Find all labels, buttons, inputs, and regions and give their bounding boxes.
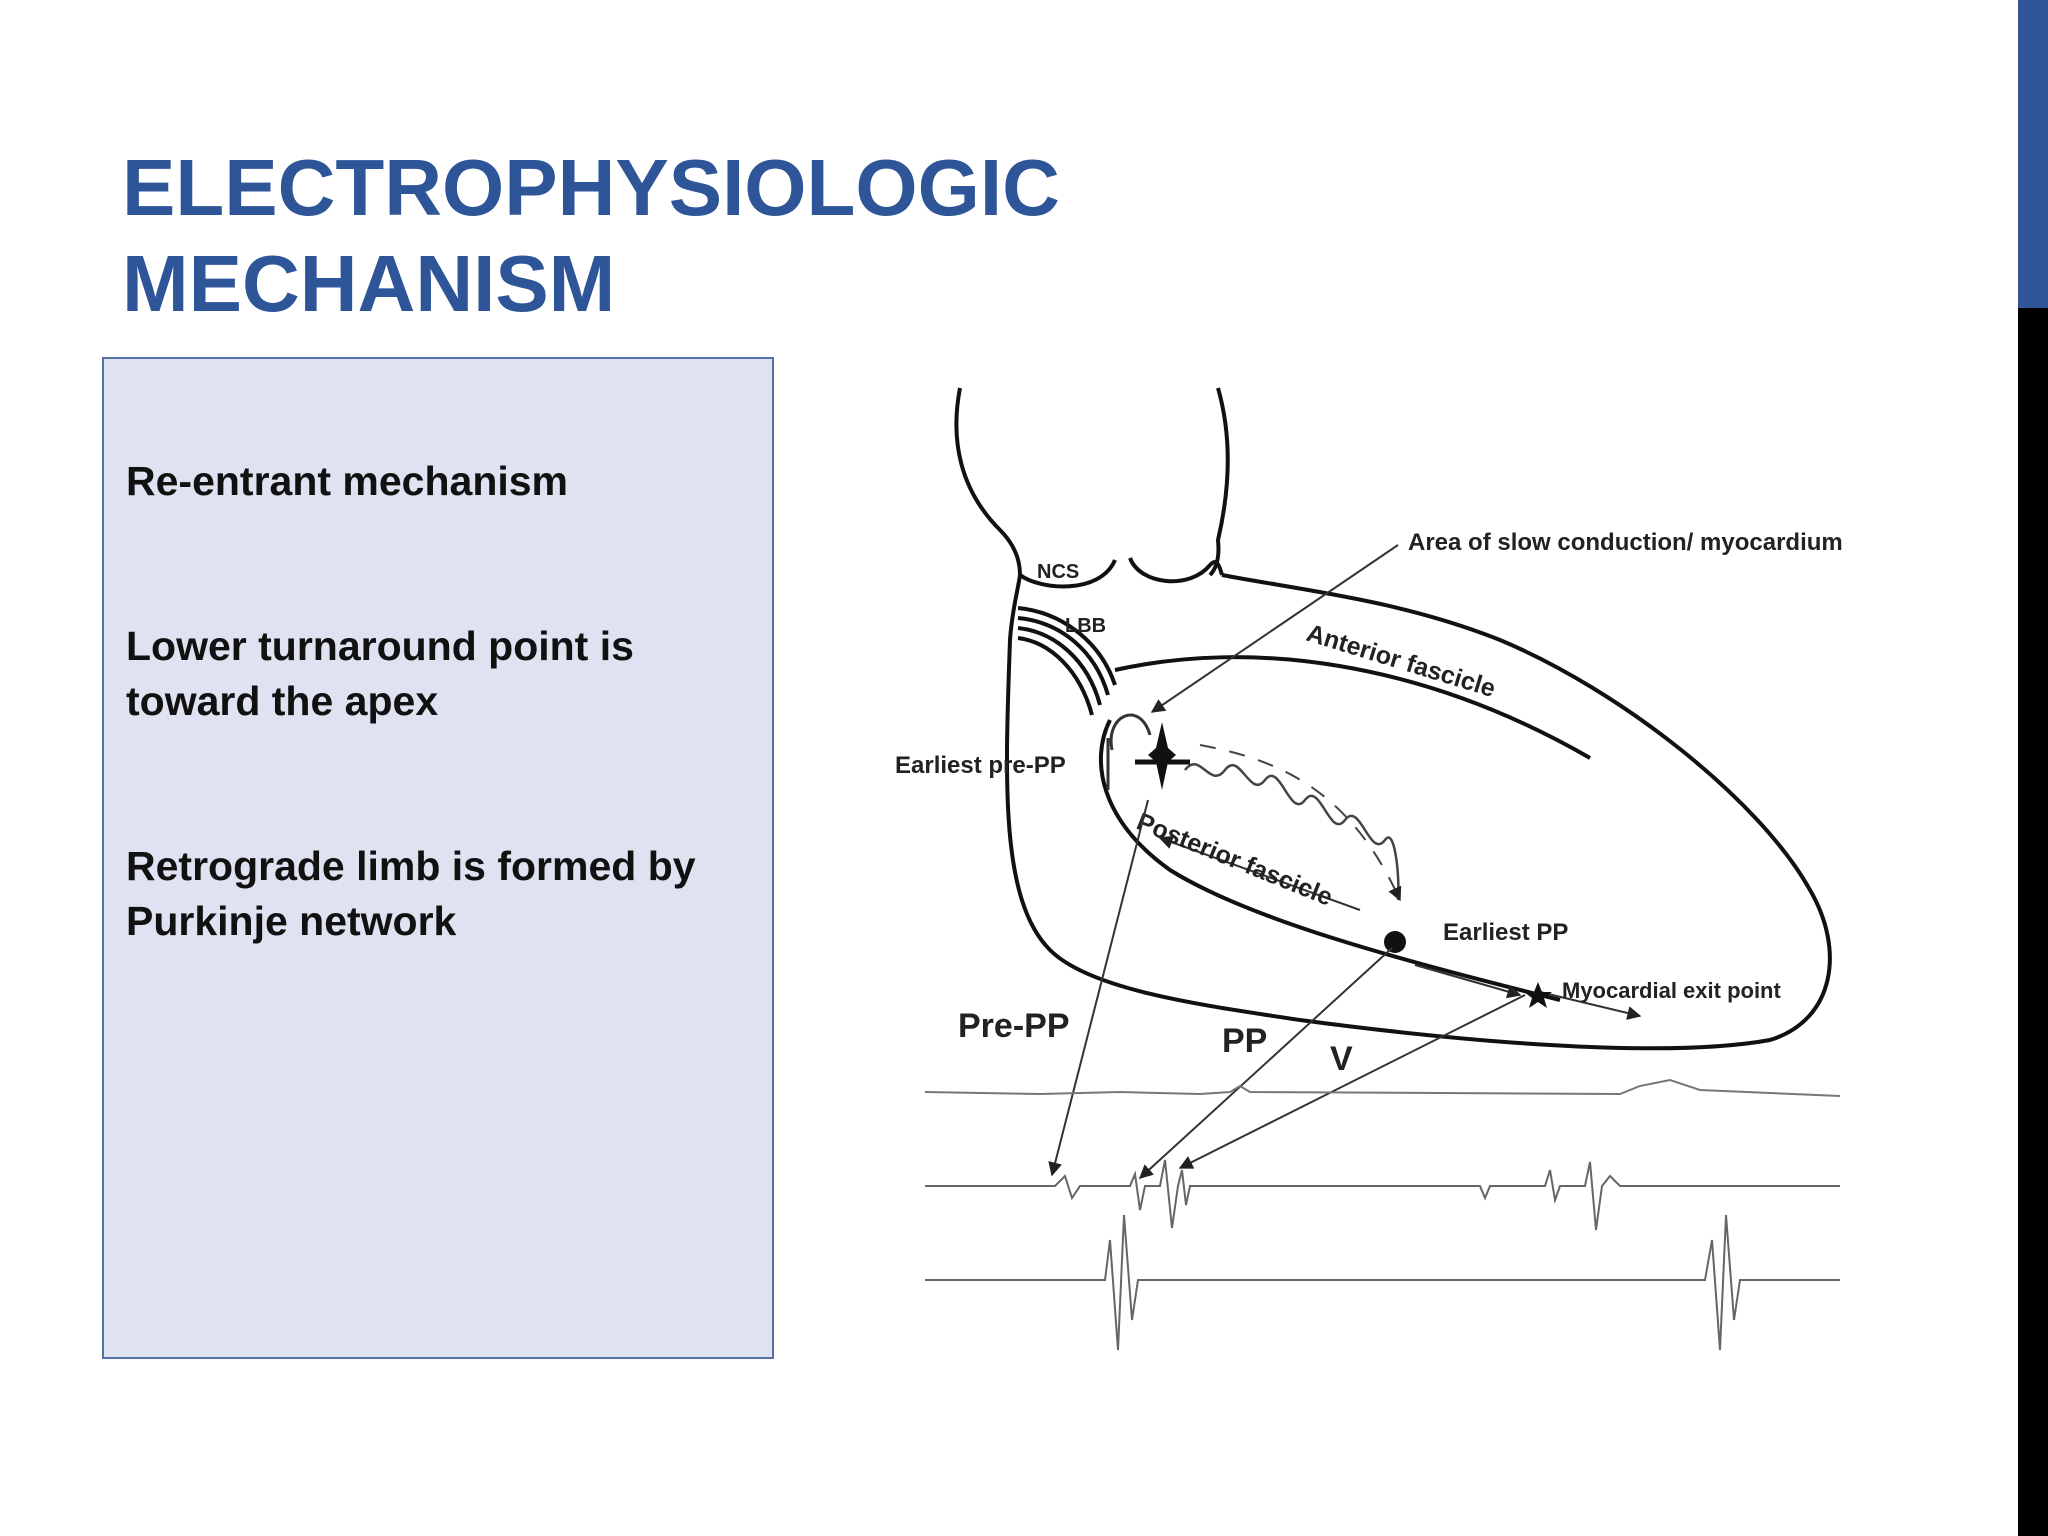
title-line-2: MECHANISM bbox=[122, 239, 616, 328]
ecg-tracing-1 bbox=[924, 1078, 1841, 1097]
aorta-outline-right bbox=[1208, 387, 1230, 577]
pp-pointer bbox=[1138, 947, 1393, 1179]
earliest-pp-burst-icon bbox=[1384, 931, 1406, 953]
heart-outline bbox=[1004, 573, 1832, 1051]
slow-conduction-dashed-arc bbox=[1199, 744, 1402, 902]
title-line-1: ELECTROPHYSIOLOGIC bbox=[122, 143, 1060, 232]
label-pp: PP bbox=[1222, 1022, 1267, 1060]
label-earliest-pp: Earliest PP bbox=[1443, 919, 1568, 946]
turnaround-loop bbox=[1109, 713, 1152, 751]
exit-star-icon bbox=[1524, 982, 1552, 1008]
exit-arrow-2 bbox=[1539, 991, 1642, 1020]
retrograde-arrow bbox=[1158, 835, 1361, 911]
label-v: V bbox=[1330, 1040, 1353, 1078]
label-ncs: NCS bbox=[1037, 561, 1079, 583]
lbb-lines bbox=[1017, 606, 1117, 716]
posterior-fascicle-line bbox=[1098, 719, 1561, 1002]
label-lbb: LBB bbox=[1065, 615, 1106, 637]
pre-pp-pointer bbox=[1048, 799, 1149, 1177]
label-slow-conduction: Area of slow conduction/ myocardium bbox=[1408, 529, 1843, 556]
slow-conduction-pointer bbox=[1150, 544, 1399, 713]
slide-title: ELECTROPHYSIOLOGIC MECHANISM bbox=[122, 140, 1222, 332]
ecg-tracing-3 bbox=[925, 1214, 1840, 1351]
pre-pp-star-icon bbox=[1148, 722, 1176, 790]
exit-arrow bbox=[1414, 964, 1522, 999]
v-pointer bbox=[1178, 994, 1526, 1169]
bullet-item: Re-entrant mechanism bbox=[126, 458, 569, 504]
label-exit-point: Myocardial exit point bbox=[1562, 978, 1781, 1003]
aorta-outline bbox=[954, 387, 1022, 576]
ncs-cusp bbox=[1018, 559, 1117, 589]
ecg-tracing-2 bbox=[925, 1159, 1840, 1231]
bullet-item: Retrograde limb is formed by Purkinje ne… bbox=[126, 843, 696, 944]
bullet-item: Lower turnaround point is toward the ape… bbox=[126, 623, 634, 724]
slow-conduction-wave bbox=[1184, 763, 1400, 901]
label-posterior-fascicle: Posterior fascicle bbox=[1133, 808, 1337, 912]
accent-bar bbox=[2018, 0, 2048, 308]
heart-conduction-diagram: NCS LBB Area of slow conduction/ myocard… bbox=[895, 387, 1843, 1351]
anterior-fascicle-line bbox=[1114, 655, 1591, 760]
bullet-box: Re-entrant mechanism Lower turnaround po… bbox=[102, 357, 774, 1359]
aortic-cusp bbox=[1128, 557, 1224, 584]
label-earliest-pre-pp: Earliest pre-PP bbox=[895, 752, 1066, 779]
label-anterior-fascicle: Anterior fascicle bbox=[1303, 619, 1499, 703]
label-pre-pp: Pre-PP bbox=[958, 1007, 1070, 1045]
dark-bar bbox=[2018, 308, 2048, 1536]
